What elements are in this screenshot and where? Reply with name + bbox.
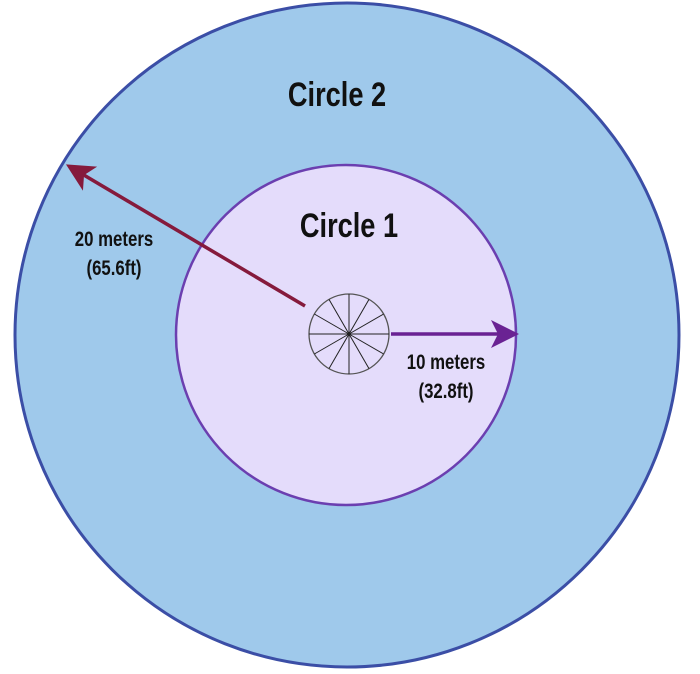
wheel-spoke — [314, 333, 350, 355]
outer-radius-arrow — [65, 164, 306, 308]
inner-radius-label-meters: 10 meters — [407, 351, 485, 374]
wheel-spoke — [348, 333, 370, 369]
wheel-spoke — [328, 299, 350, 335]
wheel-spoke — [314, 313, 350, 335]
inner-radius-label-feet: (32.8ft) — [418, 380, 473, 403]
wheel-spoke — [348, 333, 384, 355]
circle-1-title: Circle 1 — [300, 206, 398, 245]
circle-2-title: Circle 2 — [288, 75, 386, 114]
wheel-spoke — [348, 299, 370, 335]
center-wheel-icon — [308, 293, 390, 375]
outer-radius-label-meters: 20 meters — [75, 228, 153, 251]
wheel-spoke — [328, 333, 350, 369]
wheel-spoke — [348, 313, 384, 335]
outer-radius-label-feet: (65.6ft) — [86, 257, 141, 280]
